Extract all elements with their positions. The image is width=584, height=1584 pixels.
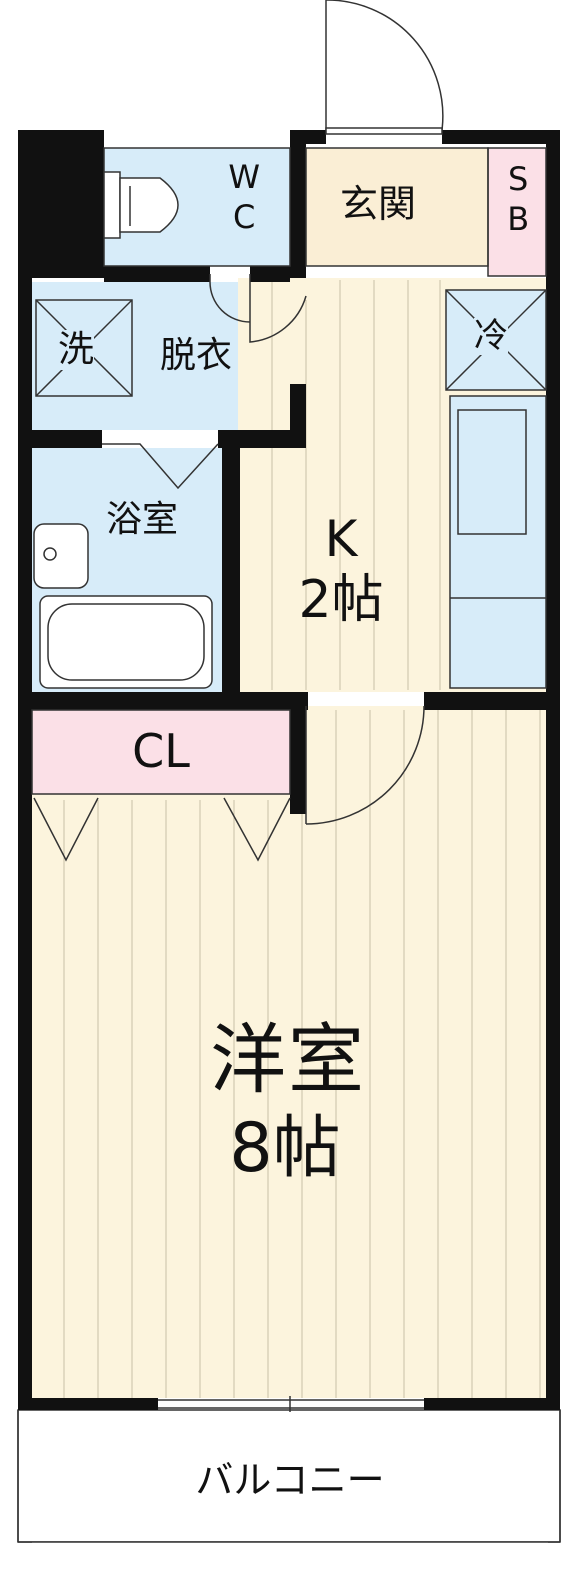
wc-label-top: W <box>225 158 264 198</box>
kitchen-counter-lines <box>449 395 547 689</box>
genkan-label: 玄関 <box>340 182 417 226</box>
toilet-fixture <box>103 171 179 239</box>
closet-label: CL <box>132 724 190 778</box>
western-room-upper <box>304 706 548 806</box>
wc-label-bottom: C <box>225 198 264 238</box>
sb-area <box>488 148 546 276</box>
outer-walls <box>18 130 560 1410</box>
western-room-grain <box>63 710 541 1398</box>
sentaku-label: 洗 <box>58 329 95 370</box>
yokushitsu-label: 浴室 <box>106 499 179 540</box>
closet-area <box>32 710 290 794</box>
sb-label-top: S <box>499 160 538 200</box>
kitchen-grain <box>271 280 441 690</box>
sb-label: SB <box>499 160 538 240</box>
rei-label: 冷 <box>474 316 508 356</box>
datsui-doors <box>209 274 307 343</box>
western-room-size-label: 8帖 <box>229 1109 341 1188</box>
western-room-name-label: 洋室 <box>210 1015 366 1104</box>
bath-door <box>102 443 219 490</box>
room-outlines <box>31 147 547 795</box>
western-door <box>305 705 425 825</box>
kitchen-name-label: K <box>324 510 358 568</box>
kitchen-size-label: 2帖 <box>298 570 384 630</box>
closet-doors <box>33 797 291 862</box>
sb-label-bottom: B <box>499 200 538 240</box>
datsui-label: 脱衣 <box>160 335 233 376</box>
western-room-floor <box>32 794 548 1398</box>
genkan-area <box>306 148 488 266</box>
interior-walls <box>18 144 560 814</box>
wc-label: WC <box>225 158 264 238</box>
bath-fixtures <box>33 523 213 689</box>
entrance-door <box>325 0 444 135</box>
balcony-label: バルコニー <box>195 1458 385 1502</box>
